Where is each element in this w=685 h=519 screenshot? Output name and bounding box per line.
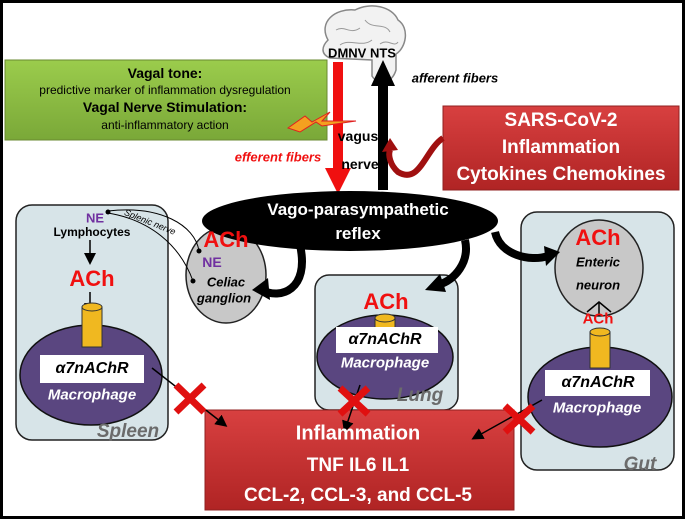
inflammation-cytokines: TNF IL6 IL1 xyxy=(306,455,410,476)
vagal-tone-desc: predictive marker of inflammation dysreg… xyxy=(39,83,291,97)
efferent-arrow xyxy=(325,62,351,194)
spleen-label: Spleen xyxy=(96,421,160,442)
inflammation-title: Inflammation xyxy=(295,422,421,445)
spleen-ach: ACh xyxy=(69,266,115,291)
vns-desc: anti-inflammatory action xyxy=(101,118,229,132)
sars-curved-arrow xyxy=(386,135,445,178)
lightning-icon xyxy=(286,111,357,133)
vagal-tone-title: Vagal tone: xyxy=(127,65,203,81)
block-x-icon xyxy=(173,382,536,435)
reflex-ellipse xyxy=(202,191,498,251)
gut-ach: ACh xyxy=(575,225,621,250)
inflammation-box xyxy=(204,409,515,511)
gut-macrophage-label: Macrophage xyxy=(552,399,642,417)
nerve-label: nerve xyxy=(341,156,379,172)
splenic-nerve xyxy=(107,209,200,282)
vns-title: Vagal Nerve Stimulation: xyxy=(82,99,248,115)
afferent-arrow xyxy=(371,60,395,190)
inflammation-chemokines: CCL-2, CCL-3, and CCL-5 xyxy=(244,485,472,506)
spleen-receptor-label: α7nAChR xyxy=(55,360,129,377)
lung-label: Lung xyxy=(396,385,444,406)
gut-receptor-label: α7nAChR xyxy=(561,374,635,391)
efferent-label: efferent fibers xyxy=(234,149,322,165)
lung-receptor-label: α7nAChR xyxy=(348,331,422,348)
celiac-ne: NE xyxy=(202,254,222,270)
sars-title: SARS-CoV-2 xyxy=(504,110,618,131)
spleen-macrophage-label: Macrophage xyxy=(47,386,137,404)
enteric-label: Enteric xyxy=(575,254,621,270)
lung-ach: ACh xyxy=(363,289,409,314)
neuron-label: neuron xyxy=(575,277,621,293)
gut-label: Gut xyxy=(623,454,657,475)
lung-macrophage-label: Macrophage xyxy=(340,354,430,372)
sars-inflammation: Inflammation xyxy=(501,137,621,158)
ganglion-label: ganglion xyxy=(196,290,252,306)
reflex-title: Vago-parasympathetic xyxy=(267,200,449,219)
vagus-label: vagus xyxy=(337,128,379,144)
lymphocytes-label: Lymphocytes xyxy=(53,225,131,239)
spleen-ne: NE xyxy=(85,210,105,226)
brain-icon xyxy=(322,5,407,83)
brain-labels: DMNV NTS xyxy=(328,45,396,61)
afferent-label: afferent fibers xyxy=(411,70,499,86)
sars-cov-2-box xyxy=(442,105,680,191)
celiac-ach: ACh xyxy=(203,227,249,252)
celiac-label: Celiac xyxy=(206,274,246,290)
vagal-tone-box xyxy=(4,59,328,141)
reflex-subtitle: reflex xyxy=(335,224,381,243)
sars-cytokines: Cytokines Chemokines xyxy=(456,164,666,185)
gut-ach-small: ACh xyxy=(582,310,614,328)
